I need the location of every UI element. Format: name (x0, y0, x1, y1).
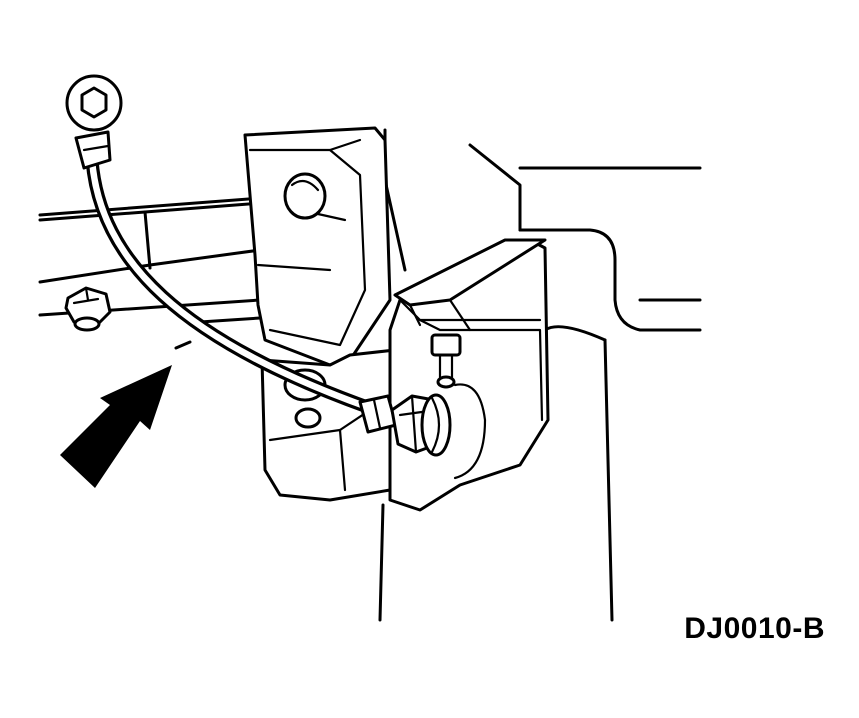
figure-code-label: DJ0010-B (684, 612, 825, 645)
mounting-bracket (243, 126, 397, 502)
side-flange (388, 238, 550, 512)
hex-nut-icon (64, 286, 112, 332)
ground-strap (85, 153, 377, 415)
ring-terminal-icon (65, 74, 123, 170)
arrow-icon (60, 340, 192, 488)
strap-bolt-icon (358, 393, 452, 457)
